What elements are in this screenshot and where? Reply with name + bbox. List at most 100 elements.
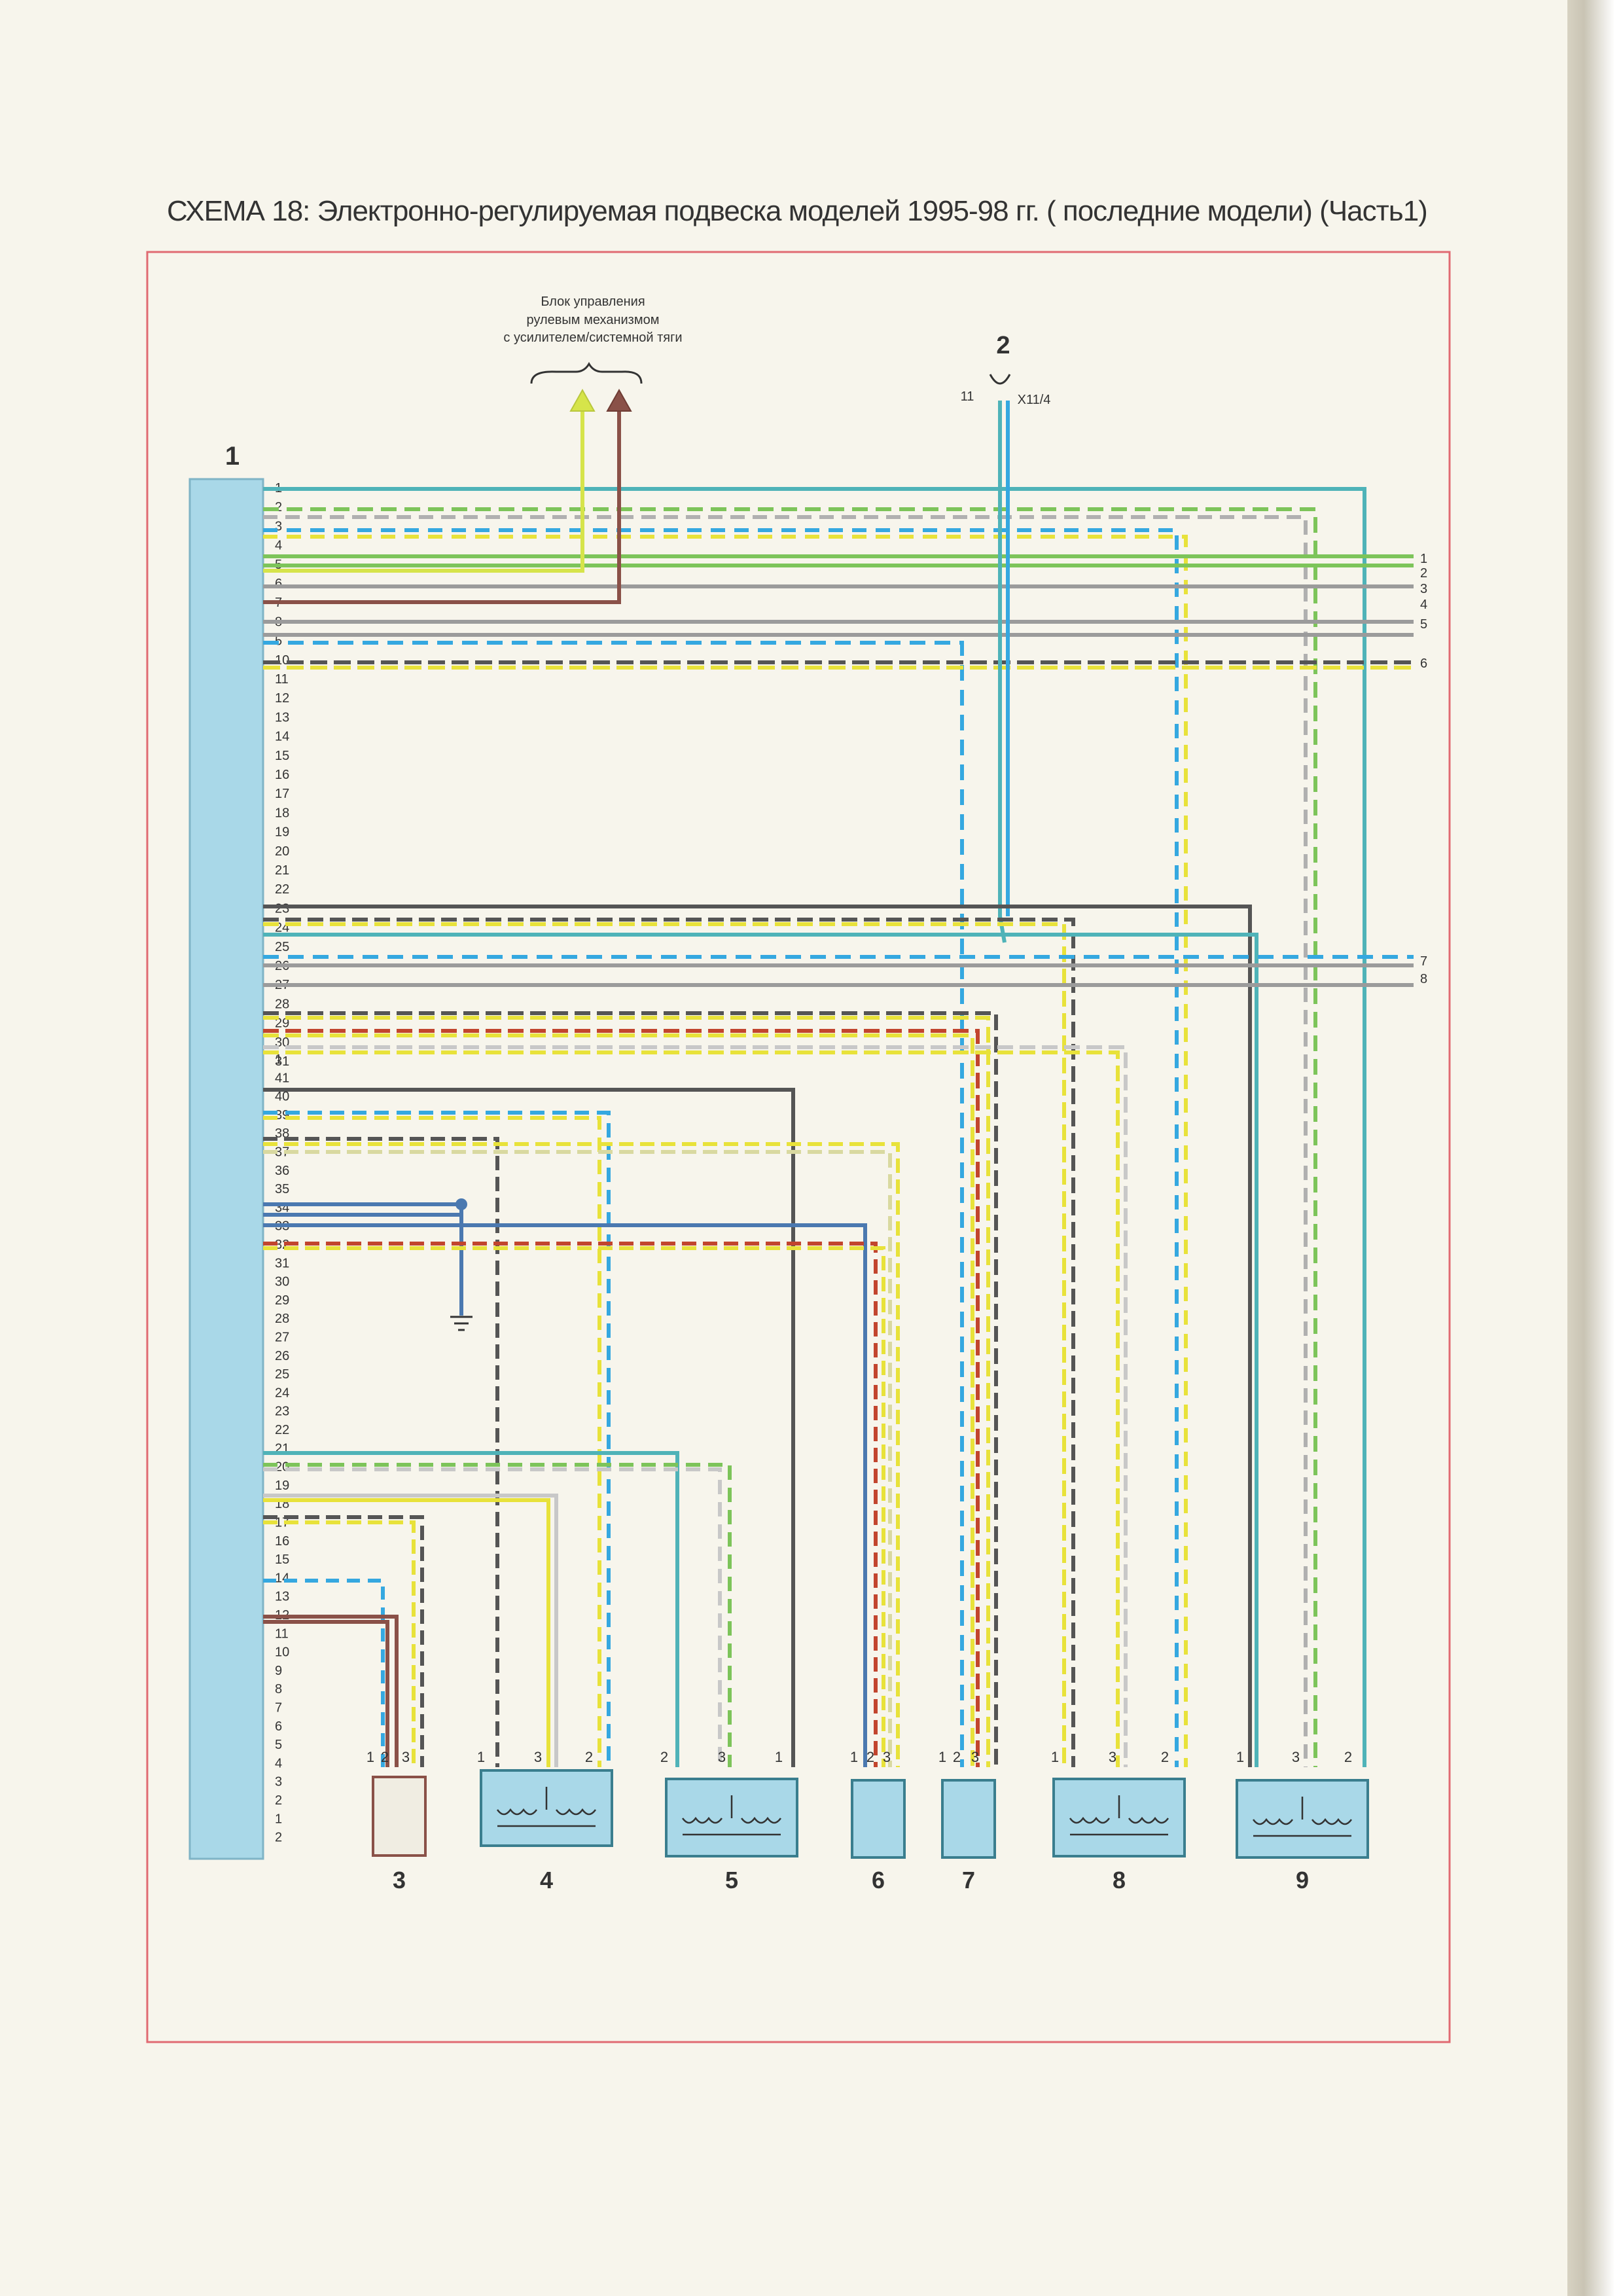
connector-2-symbol [989,374,1011,385]
component-pin-label: 3 [971,1749,979,1765]
component-pin-label: 1 [366,1749,374,1765]
ecu-pin-label: 4 [275,1756,282,1770]
ecu-pin-label: 30 [275,1275,289,1289]
connector-2-name: X11/4 [1018,393,1051,407]
wire-yellow-dash-29 [263,1016,990,1767]
component-pin-label: 1 [477,1749,485,1765]
ecu-pin-label: 9 [275,1664,282,1678]
ecu-pin-label: 6 [275,577,282,591]
wire-yellow-dash-24 [263,922,1066,1767]
wire-brown-7 [263,406,621,604]
right-terminal-label: 8 [1420,972,1427,986]
component-label: 5 [725,1867,738,1893]
external-block-line-2: рулевым механизмом [527,313,660,327]
ecu-label: 1 [225,442,240,471]
right-terminal-label: 4 [1420,598,1427,612]
wire-yellow-up [263,406,584,573]
ecu-pin-label: 20 [275,1460,289,1475]
wire-blue-dash-39 [263,1111,611,1767]
component-label: 6 [872,1867,885,1893]
wire-yellow-dash-4 [263,535,1188,1767]
component-7 [941,1779,996,1859]
ecu-pin-label: 13 [275,710,289,725]
component-pin-label: 3 [534,1749,542,1765]
ecu-pin-label: 1 [275,1052,282,1067]
ecu-pin-label: 35 [275,1182,289,1196]
component-pin-label: 3 [1292,1749,1300,1765]
external-block-line-3: с усилителем/системной тяги [503,331,682,345]
component-pin-label: 2 [953,1749,961,1765]
ecu-pin-label: 40 [275,1090,289,1104]
component-pin-label: 1 [1236,1749,1244,1765]
ecu-pin-label: 21 [275,863,289,878]
component-pin-label: 1 [775,1749,783,1765]
ecu-pin-label: 37 [275,1145,289,1160]
page-title: СХЕМА 18: Электронно-регулируемая подвес… [167,195,1428,227]
component-3 [372,1776,427,1857]
wire-black-dash-29 [263,1011,998,1767]
wire-teal-x11 [998,401,1007,943]
component-label: 8 [1113,1867,1126,1893]
component-pin-label: 1 [938,1749,946,1765]
component-pin-label: 2 [381,1749,389,1765]
ecu-pin-label: 11 [275,672,289,687]
ecu-pin-label: 14 [275,730,289,744]
ecu-pin-label: 8 [275,1682,282,1696]
wire-brown-arrow [606,388,632,412]
wire-black-dash-38 [263,1137,499,1767]
external-block-brace [530,362,643,384]
ecu-pin-labels: 1234567851011121314151617181920212223242… [275,481,289,1845]
component-pin-label: 1 [1051,1749,1059,1765]
components [372,1769,1369,1859]
ecu-pin-label: 20 [275,844,289,859]
ecu-pin-label: 31 [275,1054,289,1069]
ecu-pin-label: 29 [275,1016,289,1031]
component-pin-label: 2 [866,1749,874,1765]
right-terminal-label: 1 [1420,552,1427,566]
wire-grey-dash-20 [263,1467,722,1767]
ecu-pin-label: 19 [275,1479,289,1493]
ecu-pin-label: 12 [275,691,289,706]
wire-black-dash-18 [263,1515,424,1767]
ecu-pin-label: 11 [275,1626,289,1641]
wire-grey-dash-3 [263,515,1308,1767]
wire-green-dash-2 [263,507,1317,1767]
wire-yellow-dash-30 [263,1033,974,1767]
wire-brown-12 [263,1620,389,1767]
ecu-pin-label: 25 [275,1367,289,1382]
ecu-pin-label: 16 [275,1534,289,1549]
ecu-pin-label: 29 [275,1293,289,1308]
ecu-pin-label: 4 [275,539,282,553]
ecu-pin-label: 26 [275,1349,289,1363]
ecu-pin-label: 27 [275,1331,289,1345]
right-terminal-label: 7 [1420,954,1427,969]
wire-blue-33 [263,1223,867,1767]
wire-yellow-dash-39 [263,1116,601,1767]
component-pin-label: 2 [1161,1749,1169,1765]
wire-yellow-19 [263,1498,550,1767]
wire-yellow-dash-18 [263,1520,416,1767]
ecu-pin-label: 28 [275,1312,289,1326]
component-label: 7 [962,1867,975,1893]
component-label: 9 [1296,1867,1309,1893]
wire-teal-21 [263,1451,679,1767]
ecu-pin-label: 2 [275,1793,282,1808]
ecu-pin-label: 15 [275,1552,289,1567]
ecu-pin-label: 31 [275,1256,289,1270]
wire-red-dash-30 [263,1029,980,1767]
wire-darkgrey-23 [263,905,1252,1767]
wire-blue-dash-10 [263,641,964,1767]
ecu-pin-label: 25 [275,940,289,954]
ecu-pin-label: 24 [275,1386,289,1400]
ecu-pin-label: 3 [275,1775,282,1789]
ecu-pin-label: 10 [275,653,289,668]
ecu-pin-label: 6 [275,1719,282,1734]
component-5-coil [681,1795,782,1836]
component-6 [851,1779,906,1859]
wire-teal-25 [263,933,1258,1767]
wire-yellow-dash-38 [263,1142,900,1767]
right-terminal-label: 5 [1420,617,1427,632]
